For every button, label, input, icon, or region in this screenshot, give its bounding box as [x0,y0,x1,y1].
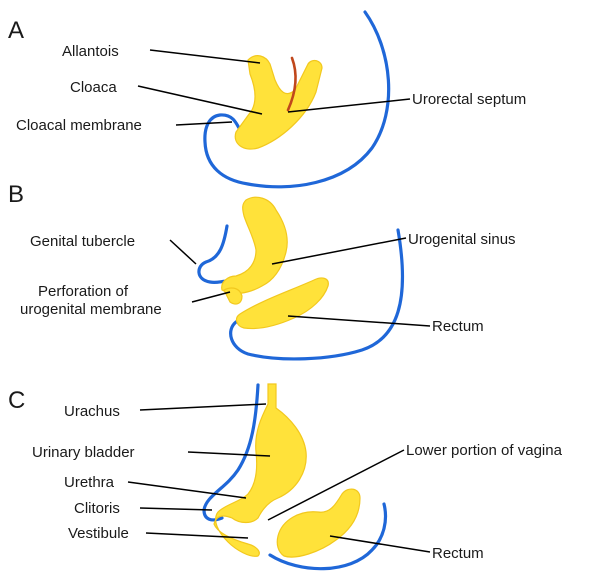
label-urethra: Urethra [64,474,115,491]
panel-c-rectum [277,489,360,557]
leader-urethra [128,482,246,498]
label-cloaca: Cloaca [70,79,117,96]
panel-b: B Genital tubercle Perforation of urogen… [8,181,516,359]
panel-c: C Urachus Urinary bladder Urethra Clitor… [8,384,563,569]
label-clitoris: Clitoris [74,500,120,517]
label-lower-vagina: Lower portion of vagina [406,442,563,459]
label-urachus: Urachus [64,403,120,420]
leader-genital-tubercle [170,240,196,264]
label-urogenital-sinus: Urogenital sinus [408,231,516,248]
panel-b-urogenital-sinus [222,197,288,293]
leader-perforation [192,292,230,302]
leader-cloaca [138,86,262,114]
label-perforation-line1: Perforation of [38,283,129,300]
label-allantois: Allantois [62,43,119,60]
panel-a-cloaca-shape [235,56,322,149]
panel-b-perforation-shape [224,288,242,304]
leader-clitoris [140,508,212,510]
label-vestibule: Vestibule [68,525,129,542]
panel-a-letter: A [8,17,24,44]
label-genital-tubercle: Genital tubercle [30,233,135,250]
label-cloacal-membrane: Cloacal membrane [16,117,142,134]
leader-vestibule [146,533,248,538]
label-urorectal-septum: Urorectal septum [412,91,526,108]
leader-allantois [150,50,260,63]
label-perforation-line2: urogenital membrane [20,301,162,318]
panel-a: A Allantois Cloaca Cloacal membrane Uror… [8,12,526,187]
label-urinary-bladder: Urinary bladder [32,444,135,461]
leader-rectum-b [288,316,430,326]
leader-urachus [140,404,266,410]
panel-b-letter: B [8,181,24,208]
panel-c-letter: C [8,387,25,414]
leader-cloacal-membrane [176,122,232,125]
leader-urogenital-sinus [272,238,406,264]
label-rectum-c: Rectum [432,545,484,562]
label-rectum-b: Rectum [432,318,484,335]
